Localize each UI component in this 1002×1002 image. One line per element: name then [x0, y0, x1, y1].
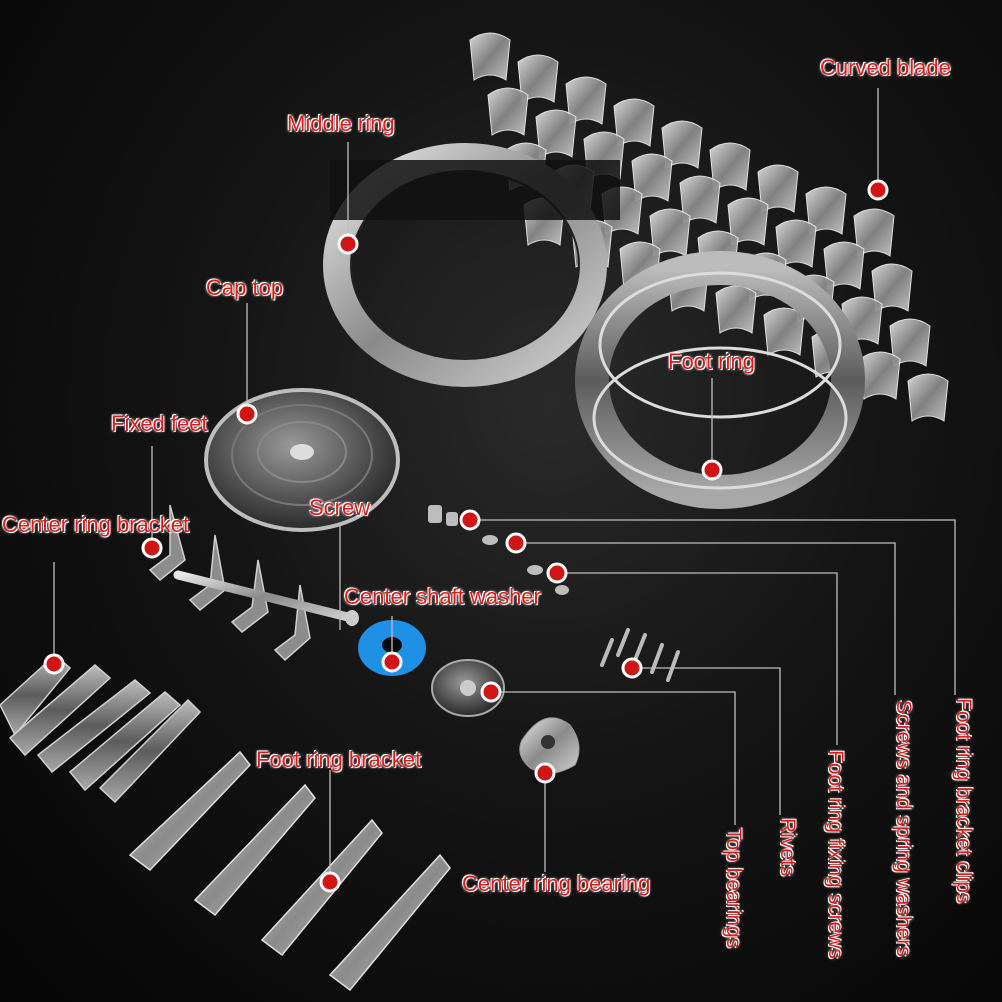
curved-blade-piece	[487, 87, 529, 136]
label-top-bearings: Top bearings	[722, 828, 745, 949]
label-foot-ring-bracket: Foot ring bracket	[256, 747, 422, 772]
label-middle-ring: Middle ring	[287, 111, 395, 136]
curved-blade-piece	[715, 285, 757, 334]
curved-blade-piece	[859, 351, 901, 400]
curved-blade-piece	[631, 153, 673, 202]
label-curved-blade: Curved blade	[820, 55, 951, 80]
screw	[173, 570, 359, 626]
curved-blade-piece	[853, 208, 895, 257]
label-center-ring-bearing: Center ring bearing	[462, 871, 651, 896]
label-foot-ring: Foot ring	[668, 349, 755, 374]
curved-blade-piece	[871, 263, 913, 312]
curved-blade-piece	[907, 373, 949, 422]
top-bearing	[431, 659, 505, 717]
curved-blade-piece	[823, 241, 865, 290]
curved-blade-piece	[757, 164, 799, 213]
curved-blade-piece	[889, 318, 931, 367]
label-foot-ring-fixing-screws: Foot ring fixing screws	[824, 750, 847, 959]
center-ring-brackets	[0, 653, 202, 804]
cap-top	[204, 388, 400, 532]
leader-lines	[53, 88, 956, 880]
curved-blade-piece	[469, 32, 511, 81]
label-center-shaft-washer: Center shaft washer	[344, 584, 541, 609]
curved-blade-piece	[709, 142, 751, 191]
curved-blade-piece	[805, 186, 847, 235]
callout-markers	[43, 179, 889, 893]
center-ring-bearing	[519, 717, 580, 774]
curved-blade-piece	[775, 219, 817, 268]
small-hardware	[428, 505, 680, 682]
label-rivets: Rivets	[776, 818, 799, 877]
foot-ring-brackets	[128, 750, 451, 992]
curved-blade-piece	[613, 98, 655, 147]
curved-blade-piece	[565, 76, 607, 125]
label-screw: Screw	[309, 495, 371, 520]
label-foot-ring-bracket-clips: Foot ring bracket clips	[952, 698, 975, 904]
label-screws-and-spring-washers: Screws and spring washers	[892, 700, 915, 957]
curved-blade-piece	[535, 109, 577, 158]
curved-blade-piece	[517, 54, 559, 103]
curved-blade-piece	[727, 197, 769, 246]
curved-blade-piece	[661, 120, 703, 169]
label-cap-top: Cap top	[206, 275, 284, 300]
curved-blade-piece	[763, 307, 805, 356]
middle-ring	[323, 143, 620, 387]
curved-blade-piece	[679, 175, 721, 224]
label-center-ring-bracket: Center ring bracket	[2, 512, 190, 537]
label-fixed-feet: Fixed feet	[111, 411, 208, 436]
foot-ring	[575, 251, 865, 509]
